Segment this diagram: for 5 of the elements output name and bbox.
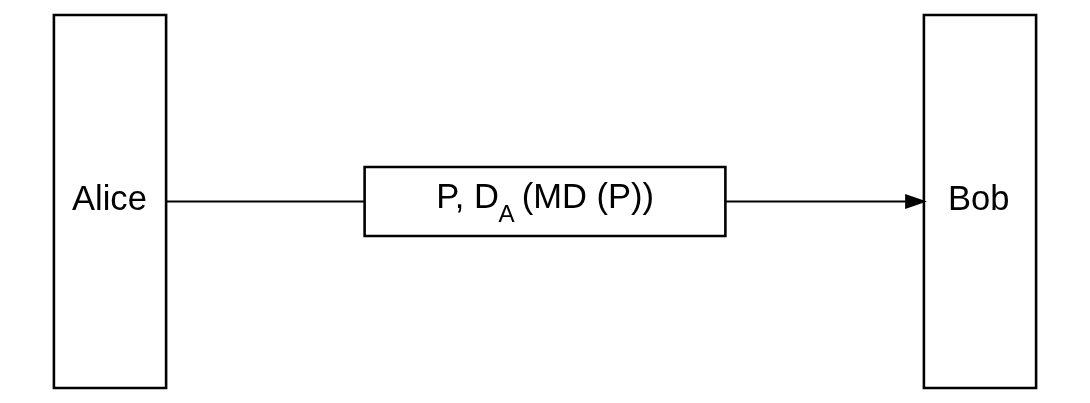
node-box: Alice [52, 13, 168, 390]
node-box: Bob [922, 13, 1038, 390]
arrow [726, 193, 927, 210]
node-box: P, D$_{A}$ (MD (P)) [363, 165, 727, 238]
connector [166, 200, 365, 203]
